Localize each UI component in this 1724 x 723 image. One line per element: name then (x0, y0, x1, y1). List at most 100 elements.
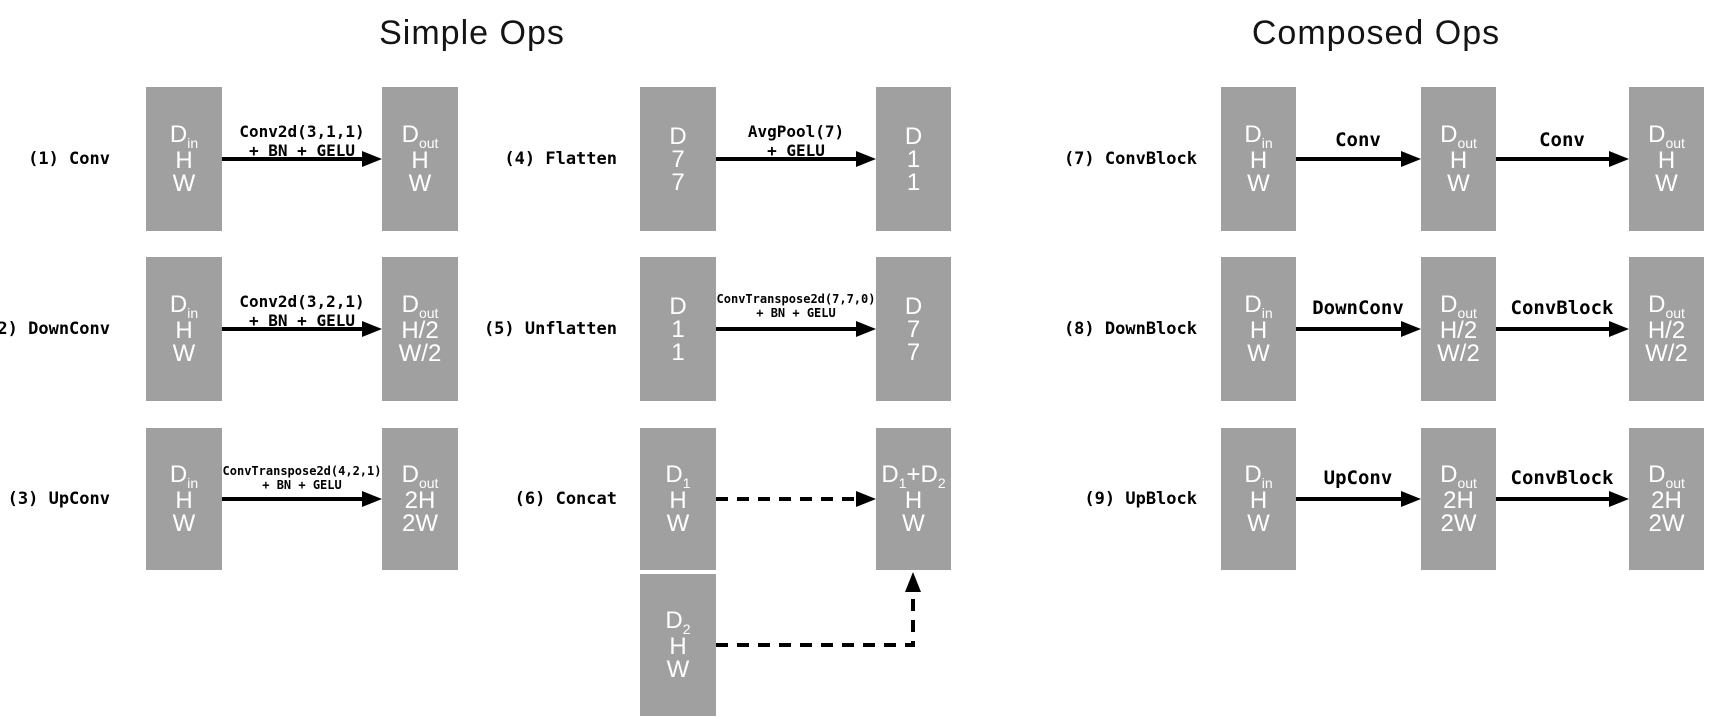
tensor-dim-line: Dout (401, 291, 439, 322)
arrow-label-conv-0: Conv2d(3,1,1)+ BN + GELU (239, 122, 365, 160)
tensor-dim-line: 2W (1648, 510, 1685, 537)
tensor-dim-line: 2H (404, 487, 436, 514)
tensor-dim-line: 7 (671, 145, 685, 173)
tensor-dim-line: 1 (671, 315, 685, 343)
tensor-dim-line: D1+D2 (881, 461, 946, 492)
tensor-dim-line: 7 (906, 338, 921, 366)
arrow-head-concat-0 (856, 491, 876, 507)
tensor-dim-line: 1 (671, 338, 685, 366)
tensor-dim-line: H (669, 487, 687, 514)
tensor-dim-line: H (411, 147, 429, 174)
tensor-dim-line: W/2 (1645, 340, 1688, 367)
op-label-convblock: (7) ConvBlock (1063, 149, 1197, 169)
tensor-dim-line: W (666, 510, 690, 537)
tensor-dim-line: H (175, 317, 193, 344)
tensor-dim-line: D (669, 292, 687, 320)
arrow-head-convblock-1 (1609, 151, 1629, 167)
tensor-dim-line: Dout (1440, 121, 1477, 152)
op-label-unflatten: (5) Unflatten (483, 319, 617, 339)
tensor-dim-line: H (1249, 487, 1268, 514)
arrow-label-unflatten-0: ConvTranspose2d(7,7,0)+ BN + GELU (716, 292, 876, 320)
tensor-dim-line: Dout (1440, 461, 1477, 492)
arrow-head-upconv-0 (362, 491, 382, 507)
tensor-dim-line: 2W (1440, 510, 1477, 537)
arrow-label-upblock-1: ConvBlock (1510, 467, 1614, 489)
tensor-dim-line: H (175, 147, 193, 174)
tensor-dim-line: 1 (906, 145, 921, 173)
op-label-downconv: (2) DownConv (0, 319, 110, 339)
tensor-dim-line: H (1657, 147, 1676, 174)
tensor-dim-line: H (1249, 317, 1268, 344)
op-label-upblock: (9) UpBlock (1084, 489, 1197, 509)
arrow-head-downblock-1 (1609, 321, 1629, 337)
tensor-dim-line: W (1247, 340, 1270, 367)
tensor-dim-line: Dout (401, 121, 439, 152)
tensor-dim-line: W (1247, 170, 1270, 197)
op-label-conv: (1) Conv (28, 149, 110, 169)
tensor-dim-line: D (904, 292, 923, 320)
arrow-head-upblock-0 (1401, 491, 1421, 507)
tensor-dim-line: Din (1244, 121, 1273, 152)
tensor-dim-line: W (902, 510, 925, 537)
arrow-head-downconv-0 (362, 321, 382, 337)
tensor-dim-line: W (1655, 170, 1678, 197)
tensor-dim-line: W (172, 340, 196, 367)
tensor-dim-line: Dout (401, 461, 439, 492)
tensor-dim-line: H (1449, 147, 1468, 174)
section-title-composed-ops: Composed Ops (1251, 14, 1501, 52)
arrow-head-flatten-0 (856, 151, 876, 167)
tensor-dim-line: Din (169, 291, 199, 322)
arrow-label-convblock-1: Conv (1539, 129, 1585, 151)
tensor-dim-line: Dout (1648, 461, 1685, 492)
tensor-dim-line: Din (1244, 461, 1273, 492)
tensor-dim-line: Dout (1440, 291, 1477, 322)
op-label-downblock: (8) DownBlock (1063, 319, 1197, 339)
arrow-label-downconv-0: Conv2d(3,2,1)+ BN + GELU (239, 292, 365, 330)
tensor-dim-line: D (669, 122, 687, 150)
section-title-simple-ops: Simple Ops (379, 14, 565, 52)
tensor-dim-line: D (904, 122, 923, 150)
tensor-dim-line: Din (169, 121, 199, 152)
arrow-head-unflatten-0 (856, 321, 876, 337)
tensor-dim-line: D2 (665, 607, 691, 638)
tensor-dim-line: 7 (906, 315, 921, 343)
tensor-dim-line: W/2 (1437, 340, 1480, 367)
arrow-label-convblock-0: Conv (1335, 129, 1381, 151)
arrow-head-conv-0 (362, 151, 382, 167)
arrow-label-downblock-1: ConvBlock (1510, 297, 1614, 319)
tensor-dim-line: 1 (906, 168, 921, 196)
tensor-dim-line: H/2 (401, 317, 439, 344)
tensor-dim-line: 2H (1443, 487, 1474, 514)
tensor-dim-line: H (904, 487, 923, 514)
tensor-dim-line: W (666, 656, 690, 683)
tensor-dim-line: W/2 (398, 340, 442, 367)
arrow-head-concat-1 (905, 572, 921, 592)
arrow-head-upblock-1 (1609, 491, 1629, 507)
tensor-dim-line: 2W (402, 510, 438, 537)
tensor-dim-line: Dout (1648, 121, 1685, 152)
tensor-dim-line: W (1247, 510, 1270, 537)
tensor-dim-line: W (172, 510, 196, 537)
arrow-label-upblock-0: UpConv (1323, 467, 1393, 489)
tensor-dim-line: W (172, 170, 196, 197)
